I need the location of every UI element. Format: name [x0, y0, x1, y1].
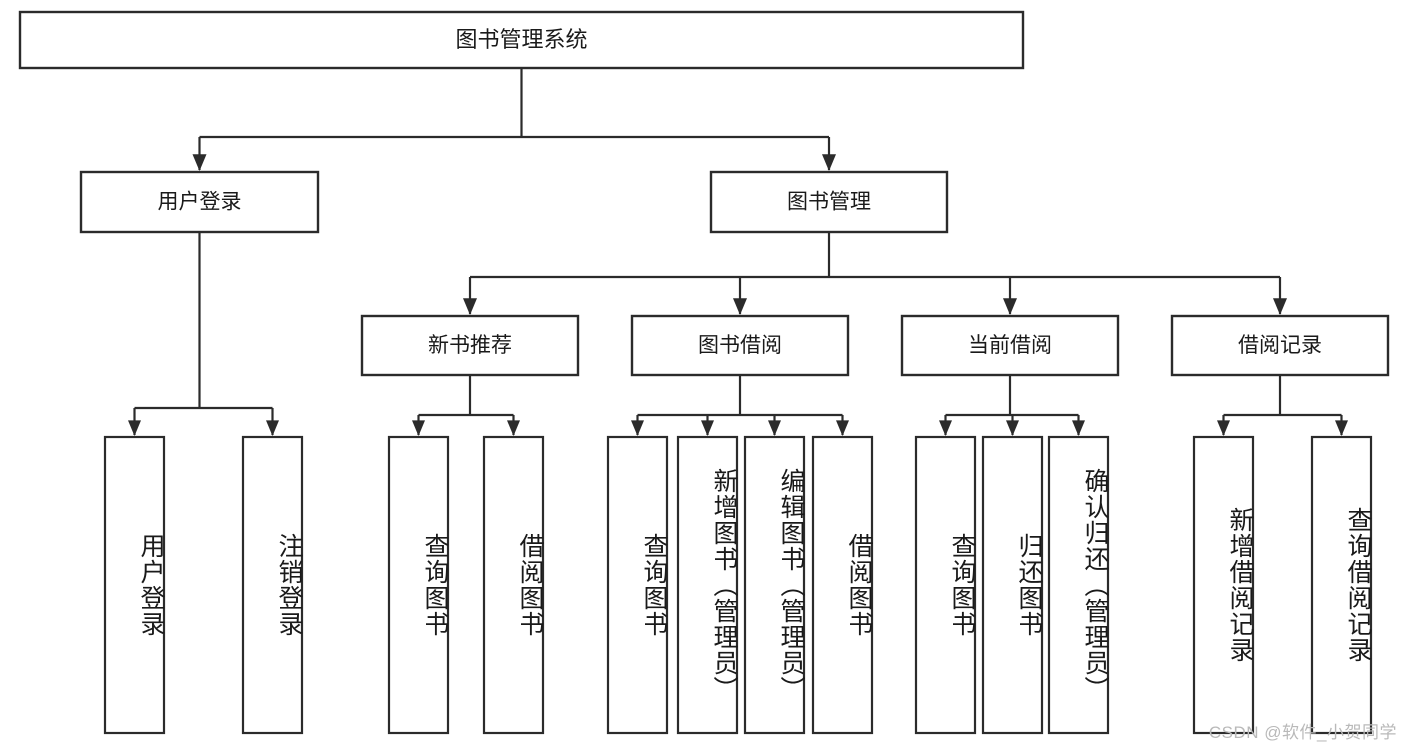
node-leaf-edit-book[interactable] — [743, 435, 806, 735]
node-user-login[interactable] — [79, 170, 320, 234]
node-leaf-query-book-1[interactable] — [387, 435, 450, 735]
node-box[interactable] — [79, 170, 320, 234]
node-box[interactable] — [676, 435, 739, 735]
node-current-borrow[interactable] — [900, 314, 1120, 377]
node-box[interactable] — [103, 435, 166, 735]
node-box[interactable] — [981, 435, 1044, 735]
node-box[interactable] — [1192, 435, 1255, 735]
arrow-head-icon — [701, 420, 714, 436]
node-leaf-user-login[interactable] — [103, 435, 166, 735]
connector-edges — [128, 68, 1348, 436]
node-box[interactable] — [606, 435, 669, 735]
node-box[interactable] — [630, 314, 850, 377]
watermark-text: CSDN @软件_小贺同学 — [1208, 723, 1397, 742]
node-label: 图书管理系统 — [455, 27, 587, 52]
arrow-head-icon — [412, 420, 425, 436]
node-box[interactable] — [811, 435, 874, 735]
arrow-head-icon — [1335, 420, 1348, 436]
node-root[interactable] — [18, 10, 1025, 70]
arrow-head-icon — [463, 298, 477, 315]
node-leaf-confirm-return[interactable] — [1047, 435, 1110, 735]
arrow-head-icon — [1072, 420, 1085, 436]
node-box[interactable] — [18, 10, 1025, 70]
node-book-borrow[interactable] — [630, 314, 850, 377]
node-label: 新书推荐 — [428, 334, 512, 357]
arrow-head-icon — [1273, 298, 1287, 315]
arrow-head-icon — [192, 154, 207, 171]
arrow-head-icon — [507, 420, 520, 436]
arrow-head-icon — [836, 420, 849, 436]
node-leaf-query-book-2[interactable] — [606, 435, 669, 735]
node-leaf-logout[interactable] — [241, 435, 304, 735]
node-leaf-query-book-3[interactable] — [914, 435, 977, 735]
node-new-book-recommend[interactable] — [360, 314, 580, 377]
arrow-head-icon — [631, 420, 644, 436]
node-label: 当前借阅 — [968, 334, 1052, 357]
node-box[interactable] — [241, 435, 304, 735]
node-leaf-add-record[interactable] — [1192, 435, 1255, 735]
node-leaf-borrow-book-1[interactable] — [482, 435, 545, 735]
node-leaf-query-record[interactable] — [1310, 435, 1373, 735]
arrow-head-icon — [1003, 298, 1017, 315]
node-box[interactable] — [482, 435, 545, 735]
arrow-head-icon — [1006, 420, 1019, 436]
node-box[interactable] — [360, 314, 580, 377]
arrow-head-icon — [768, 420, 781, 436]
node-borrow-record[interactable] — [1170, 314, 1390, 377]
node-leaf-return-book[interactable] — [981, 435, 1044, 735]
node-leaf-add-book[interactable] — [676, 435, 739, 735]
node-book-manage[interactable] — [709, 170, 949, 234]
node-box[interactable] — [1310, 435, 1373, 735]
arrow-head-icon — [822, 154, 836, 171]
arrow-head-icon — [733, 298, 747, 315]
node-label: 用户登录 — [158, 191, 242, 214]
node-label: 图书管理 — [787, 191, 871, 214]
node-leaf-borrow-book-2[interactable] — [811, 435, 874, 735]
node-box[interactable] — [1047, 435, 1110, 735]
node-box[interactable] — [900, 314, 1120, 377]
node-box[interactable] — [1170, 314, 1390, 377]
arrow-head-icon — [266, 420, 279, 436]
node-box[interactable] — [914, 435, 977, 735]
node-label: 图书借阅 — [698, 334, 782, 357]
arrow-head-icon — [1217, 420, 1230, 436]
node-box[interactable] — [709, 170, 949, 234]
node-label: 借阅记录 — [1238, 334, 1322, 357]
arrow-head-icon — [939, 420, 952, 436]
arrow-head-icon — [128, 420, 141, 436]
node-box[interactable] — [743, 435, 806, 735]
node-box[interactable] — [387, 435, 450, 735]
